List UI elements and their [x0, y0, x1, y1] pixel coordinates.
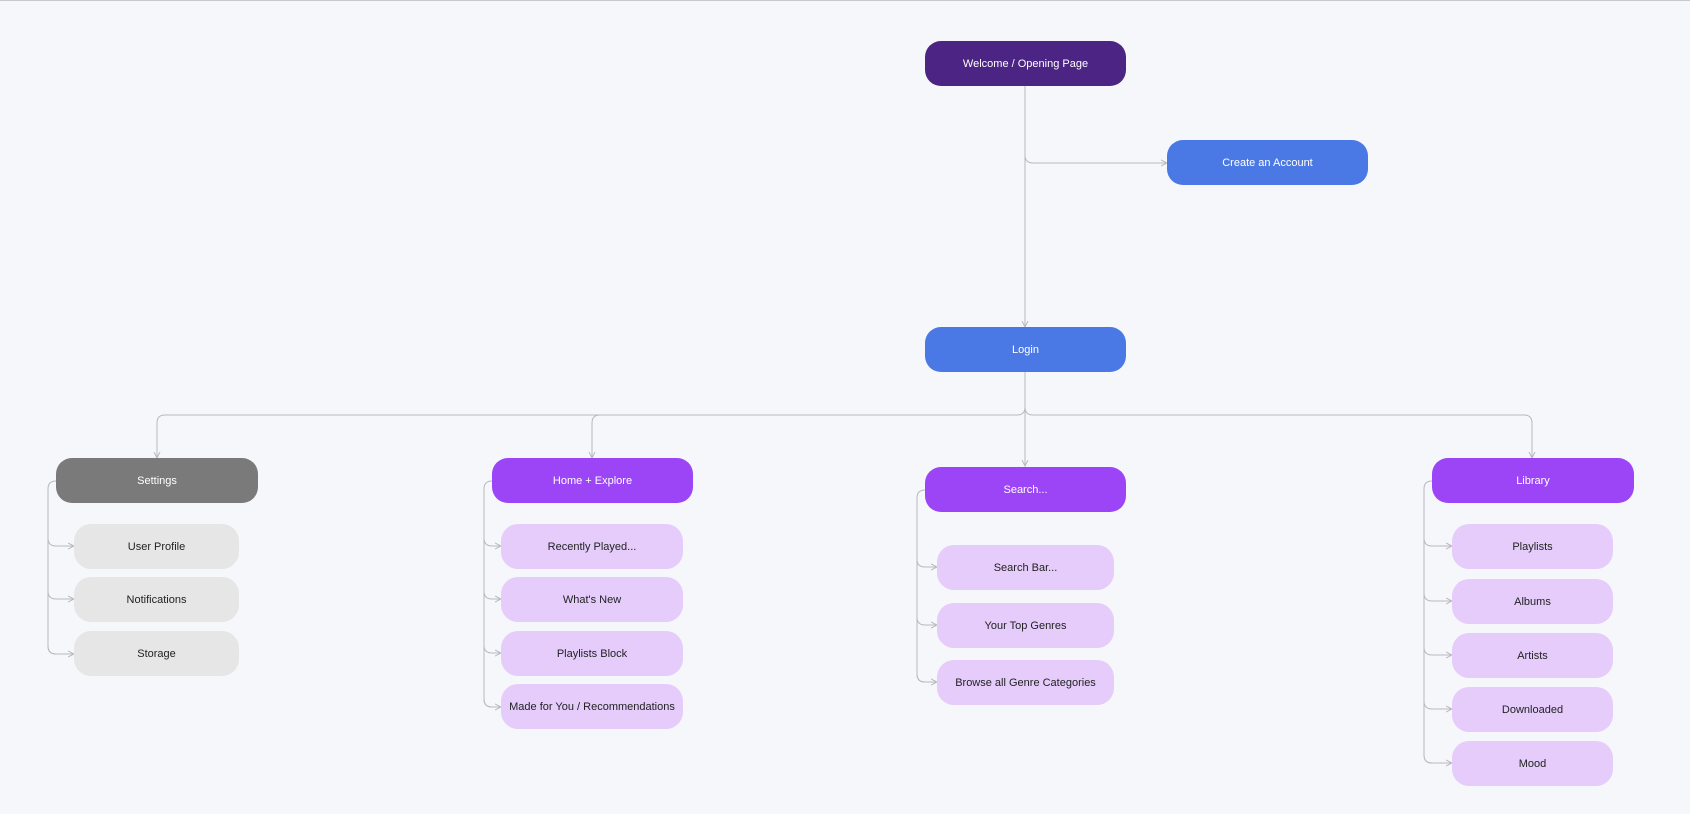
search-item-browse-genres[interactable]: Browse all Genre Categories — [937, 660, 1114, 705]
search-children-connector — [916, 489, 937, 683]
settings-node[interactable]: Settings — [56, 458, 258, 503]
library-node[interactable]: Library — [1432, 458, 1634, 503]
home-item-playlists-block[interactable]: Playlists Block — [501, 631, 683, 676]
search-item-search-bar[interactable]: Search Bar... — [937, 545, 1114, 590]
library-item-artists[interactable]: Artists — [1452, 633, 1613, 678]
bus-to-settings-connector — [157, 414, 600, 458]
home-item-whats-new[interactable]: What's New — [501, 577, 683, 622]
settings-item-storage[interactable]: Storage — [74, 631, 239, 676]
welcome-opening-page-node[interactable]: Welcome / Opening Page — [925, 41, 1126, 86]
search-node[interactable]: Search... — [925, 467, 1126, 512]
canvas-top-border — [0, 0, 1690, 1]
search-item-top-genres[interactable]: Your Top Genres — [937, 603, 1114, 648]
library-item-mood[interactable]: Mood — [1452, 741, 1613, 786]
library-item-playlists[interactable]: Playlists — [1452, 524, 1613, 569]
home-children-connector — [483, 480, 501, 708]
library-item-downloaded[interactable]: Downloaded — [1452, 687, 1613, 732]
settings-item-notifications[interactable]: Notifications — [74, 577, 239, 622]
login-bus-connector — [1024, 372, 1532, 458]
welcome-to-create-account-connector — [1024, 154, 1167, 163]
login-node[interactable]: Login — [925, 327, 1126, 372]
settings-children-connector — [47, 480, 74, 655]
home-item-made-for-you[interactable]: Made for You / Recommendations — [501, 684, 683, 729]
home-explore-node[interactable]: Home + Explore — [492, 458, 693, 503]
create-account-node[interactable]: Create an Account — [1167, 140, 1368, 185]
home-item-recently-played[interactable]: Recently Played... — [501, 524, 683, 569]
bus-to-home-connector — [592, 406, 1026, 458]
library-item-albums[interactable]: Albums — [1452, 579, 1613, 624]
settings-item-user-profile[interactable]: User Profile — [74, 524, 239, 569]
library-children-connector — [1423, 480, 1452, 764]
